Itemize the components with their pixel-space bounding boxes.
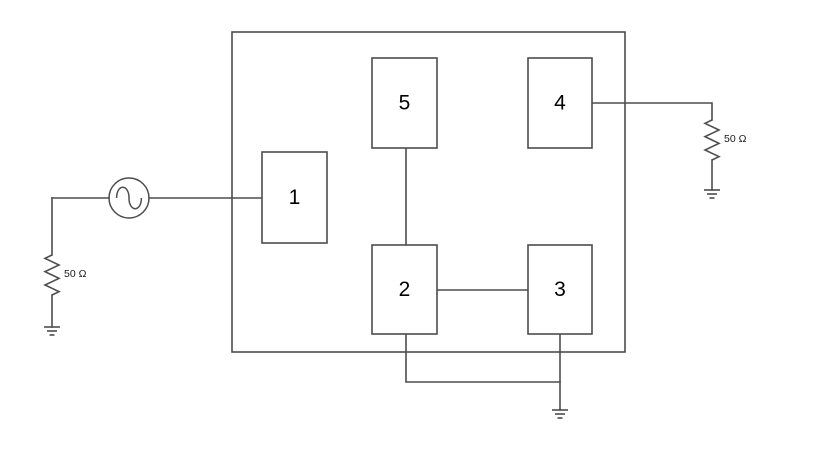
resistor-right: 50 Ω [703, 119, 747, 161]
resistor-left-zigzag-icon [43, 254, 61, 296]
block-3[interactable]: 3 [527, 244, 593, 335]
ac-voltage-source [108, 177, 150, 219]
resistor-left: 50 Ω [43, 254, 87, 296]
block-1[interactable]: 1 [261, 151, 328, 244]
resistor-left-label: 50 Ω [64, 268, 87, 280]
wire-block2-ground [405, 333, 561, 383]
block-2-rect[interactable] [371, 244, 438, 335]
block-5-rect[interactable] [371, 57, 438, 149]
block-3-rect[interactable] [527, 244, 593, 335]
resistor-right-zigzag-icon [703, 119, 721, 161]
outer-enclosure-layer [231, 31, 626, 353]
symbols-layer: 50 Ω 50 Ω [43, 119, 747, 419]
block-4[interactable]: 4 [527, 57, 593, 149]
ground-bottom [552, 409, 568, 419]
source-circle [108, 177, 150, 219]
block-4-rect[interactable] [527, 57, 593, 149]
block-1-label: 1 [289, 186, 301, 209]
block-5-label: 5 [399, 92, 411, 115]
outer-enclosure-box [231, 31, 626, 353]
block-5[interactable]: 5 [371, 57, 438, 149]
block-4-label: 4 [554, 92, 566, 115]
wire-block4-output [591, 102, 713, 121]
sine-wave-icon [115, 186, 143, 210]
block-2[interactable]: 2 [371, 244, 438, 335]
block-2-label: 2 [399, 278, 411, 301]
ground-right [704, 189, 720, 199]
block-3-label: 3 [554, 278, 566, 301]
block-1-rect[interactable] [261, 151, 328, 244]
resistor-right-label: 50 Ω [724, 133, 747, 145]
wires-layer [51, 102, 713, 411]
blocks-layer: 1 5 4 2 3 [261, 57, 593, 335]
ground-left [44, 326, 60, 336]
